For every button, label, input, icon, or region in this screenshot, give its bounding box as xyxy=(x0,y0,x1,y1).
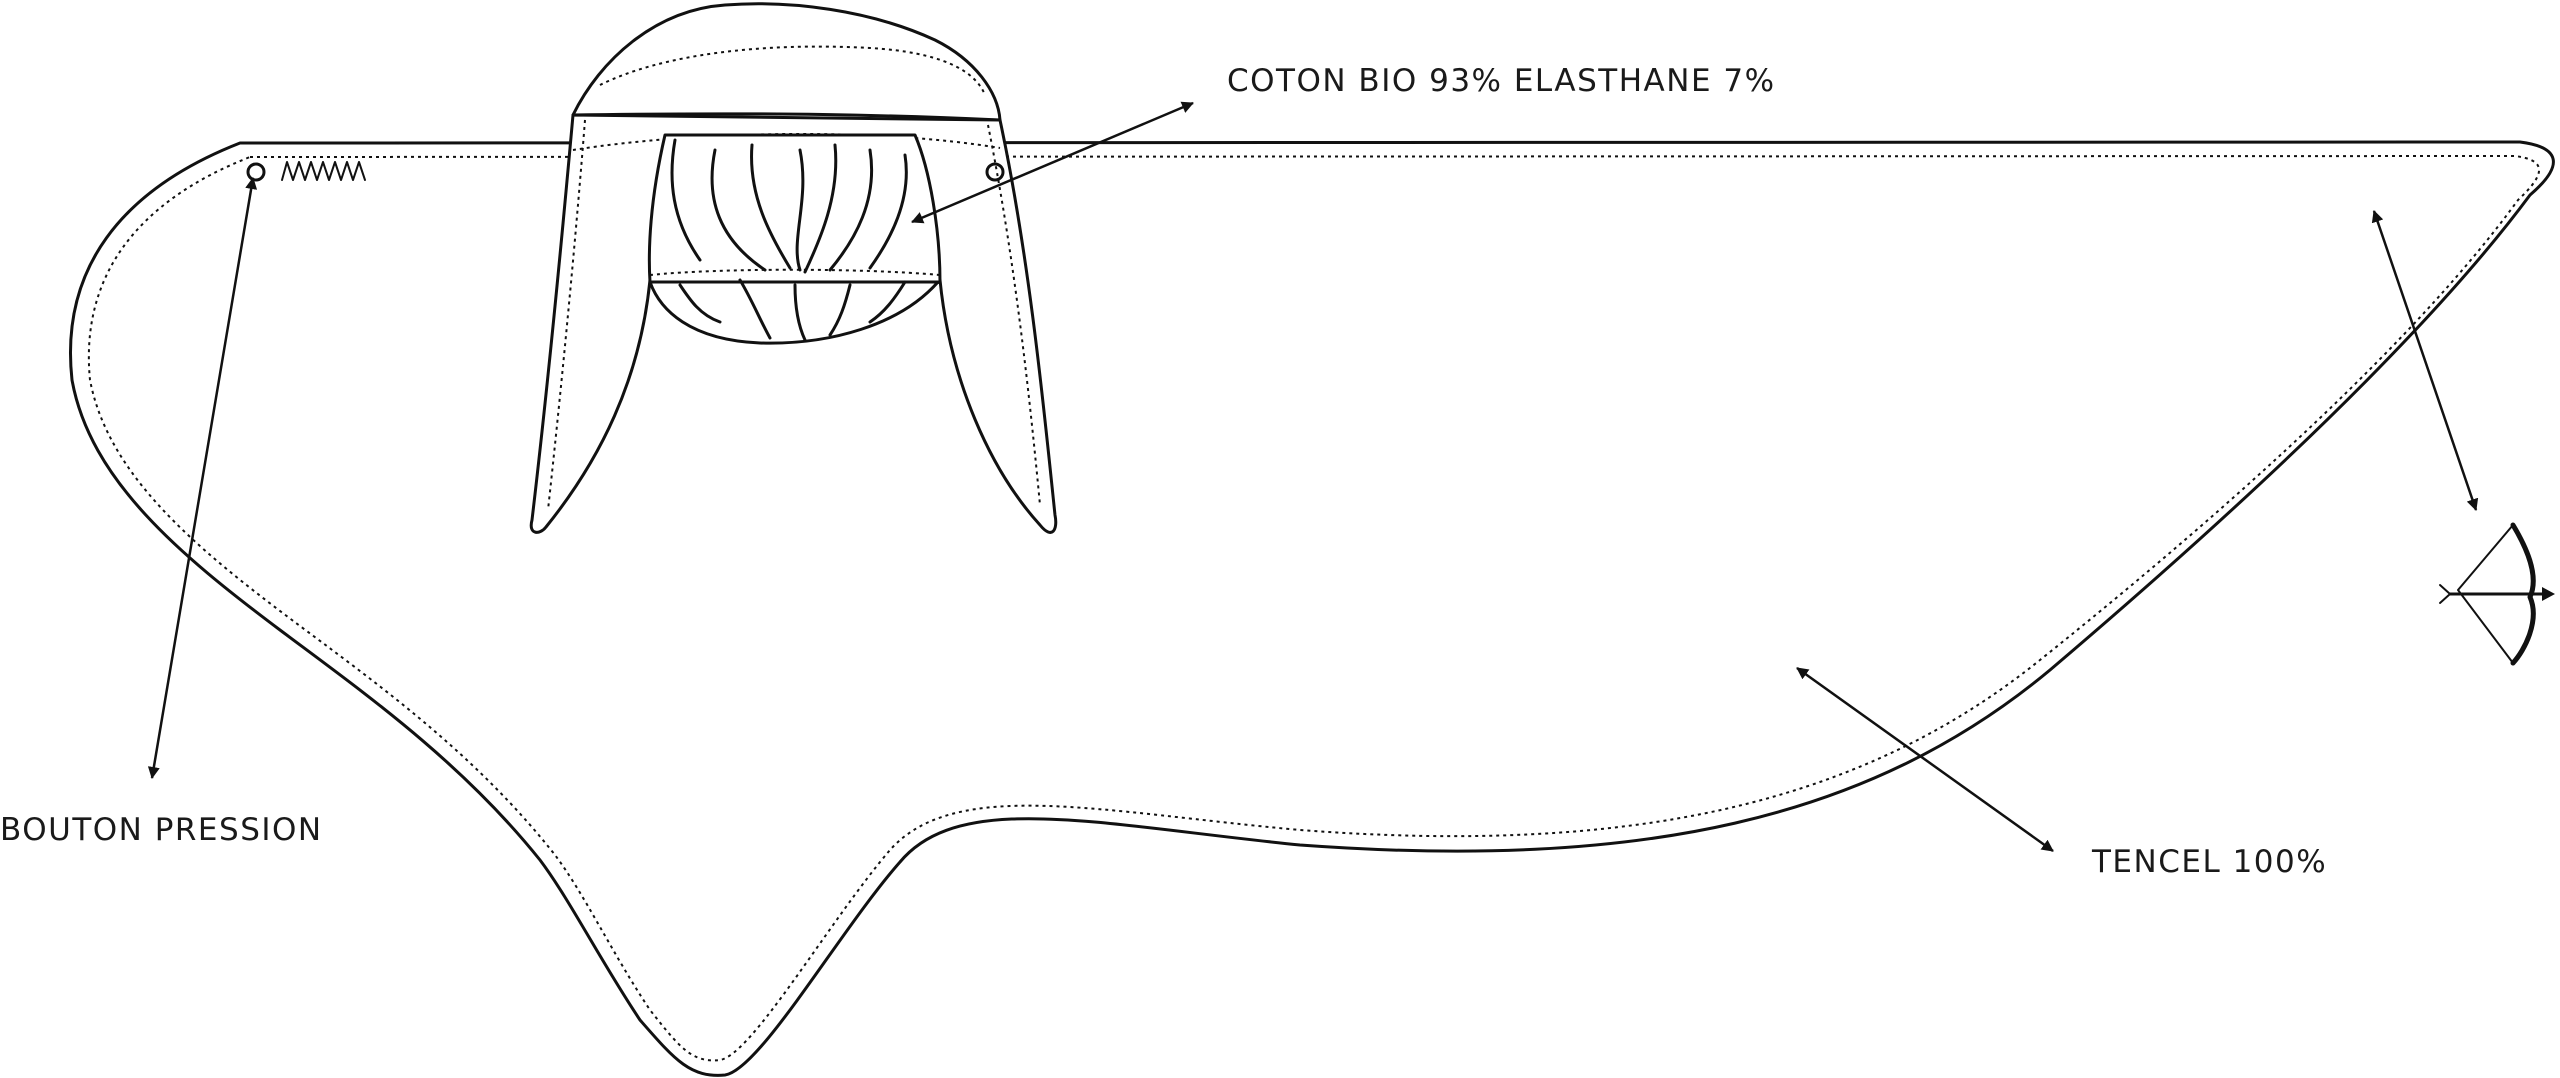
arrow-snap-button xyxy=(147,177,258,779)
cape-body xyxy=(69,140,2555,1077)
arrow-grain-direction xyxy=(2371,210,2479,511)
label-snap-button: BOUTON PRESSION xyxy=(0,812,323,848)
cape-outline xyxy=(69,140,2555,1077)
hood-crown xyxy=(571,2,1002,122)
hood-ruched-chin xyxy=(648,280,940,345)
annotation-arrows xyxy=(147,101,2479,853)
arrow-hood-fabric xyxy=(911,101,1194,224)
label-hood-fabric: COTON BIO 93% ELASTHANE 7% xyxy=(1227,63,1776,99)
hood-panel-topstitch-right xyxy=(987,124,1041,506)
hood-crown-topstitch xyxy=(599,45,986,96)
bow-and-arrow-icon xyxy=(2439,522,2555,666)
label-body-fabric: TENCEL 100% xyxy=(2091,844,2327,880)
hood-panel-topstitch xyxy=(547,119,586,511)
ruching-folds xyxy=(670,138,908,342)
zigzag-stitch-icon xyxy=(281,161,366,181)
chin-stitch xyxy=(649,268,941,276)
arrow-body-fabric xyxy=(1796,666,2054,853)
